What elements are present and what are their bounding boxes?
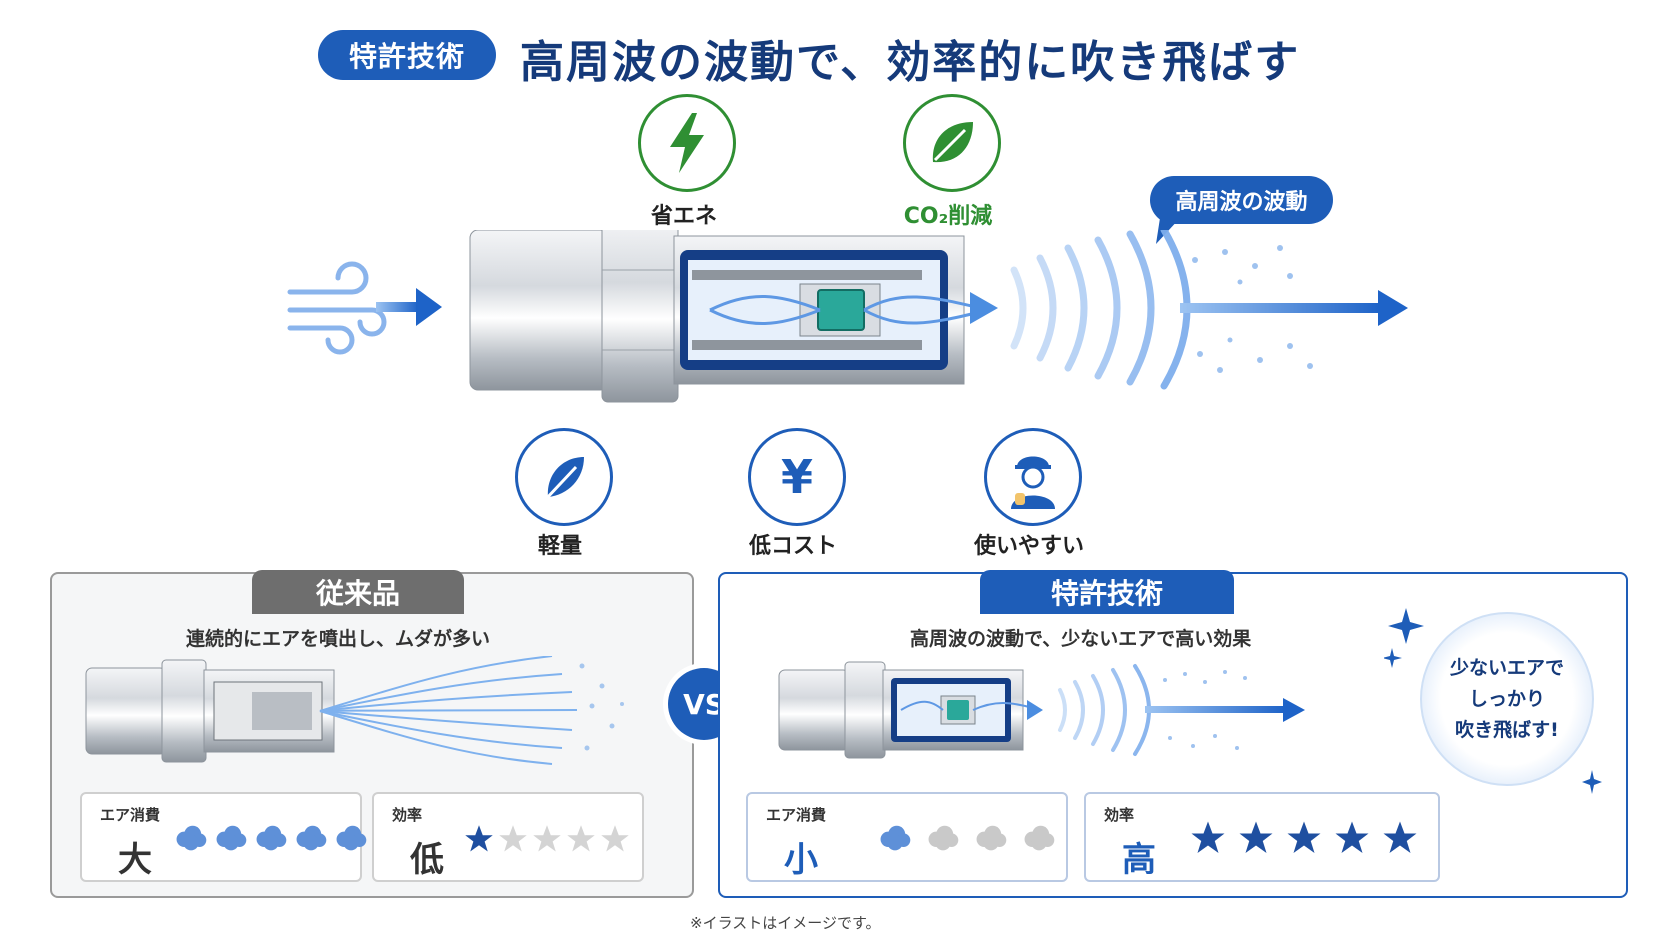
patented-tab: 特許技術 — [980, 570, 1234, 614]
air-consumption-value: 小 — [784, 840, 818, 880]
cloud-icon — [176, 825, 207, 851]
cloud-icon — [216, 825, 247, 851]
coupler-illustration — [287, 230, 1408, 403]
patented-air-box: エア消費 小 — [746, 792, 1068, 882]
star-icon — [1335, 821, 1369, 853]
sparkle-small-icon — [1582, 770, 1602, 794]
callout-line-3: 吹き飛ばす! — [1455, 718, 1559, 741]
cloud-rating-old — [174, 824, 368, 851]
air-consumption-label: エア消費 — [766, 806, 827, 824]
yen-icon: ¥ — [748, 428, 846, 526]
star-icon — [465, 825, 493, 852]
page-headline: 高周波の波動で、効率的に吹き飛ばす — [520, 37, 1301, 88]
star-icon — [601, 825, 629, 852]
lightning-icon — [638, 94, 736, 192]
efficiency-value: 低 — [410, 840, 444, 880]
star-icon — [1239, 821, 1273, 853]
callout-circle: 少ないエアで しっかり 吹き飛ばす! — [1420, 612, 1594, 786]
callout-line-2: しっかり — [1468, 687, 1545, 710]
cloud-icon — [336, 825, 367, 851]
conventional-illustration — [85, 656, 624, 765]
star-icon — [1383, 821, 1417, 853]
star-icon — [567, 825, 595, 852]
patented-illustration — [778, 661, 1305, 759]
star-icon — [1287, 821, 1321, 853]
feather-icon — [515, 428, 613, 526]
wind-icon — [287, 261, 387, 355]
worker-icon — [984, 428, 1082, 526]
cloud-rating-new — [878, 824, 1056, 851]
cloud-icon — [880, 825, 911, 851]
patented-efficiency-box: 効率 高 — [1084, 792, 1440, 882]
feature-label-low-cost: 低コスト — [748, 534, 837, 559]
cloud-icon — [928, 825, 959, 851]
feature-label-energy-saving: 省エネ — [650, 204, 717, 229]
illustration-footnote: ※イラストはイメージです。 — [690, 914, 881, 932]
efficiency-value: 高 — [1122, 840, 1156, 880]
feature-label-lightweight: 軽量 — [537, 534, 582, 559]
leaf-icon — [903, 94, 1001, 192]
star-icon — [533, 825, 561, 852]
air-consumption-label: エア消費 — [100, 806, 161, 824]
conventional-caption: 連続的にエアを噴出し、ムダが多い — [186, 628, 491, 650]
efficiency-label: 効率 — [392, 806, 423, 824]
efficiency-label: 効率 — [1104, 806, 1135, 824]
hf-wave-bubble: 高周波の波動 — [1150, 176, 1333, 224]
cloud-icon — [1024, 825, 1055, 851]
sparkle-icon — [1384, 608, 1424, 668]
air-consumption-value: 大 — [118, 840, 152, 880]
patented-caption: 高周波の波動で、少ないエアで高い効果 — [910, 628, 1252, 650]
star-rating-new — [1190, 820, 1418, 856]
star-icon — [1191, 821, 1225, 853]
conventional-efficiency-box: 効率 低 — [372, 792, 644, 882]
cloud-icon — [296, 825, 327, 851]
conventional-air-box: エア消費 大 — [80, 792, 367, 882]
cloud-icon — [256, 825, 287, 851]
conventional-tab: 従来品 — [252, 570, 464, 614]
patent-badge: 特許技術 — [318, 30, 496, 80]
feature-label-easy-to-use: 使いやすい — [973, 534, 1084, 559]
cloud-icon — [976, 825, 1007, 851]
feature-label-co2-reduction: CO₂削減 — [903, 204, 993, 229]
star-rating-old — [464, 824, 630, 854]
callout-line-1: 少ないエアで — [1449, 656, 1564, 679]
star-icon — [499, 825, 527, 852]
